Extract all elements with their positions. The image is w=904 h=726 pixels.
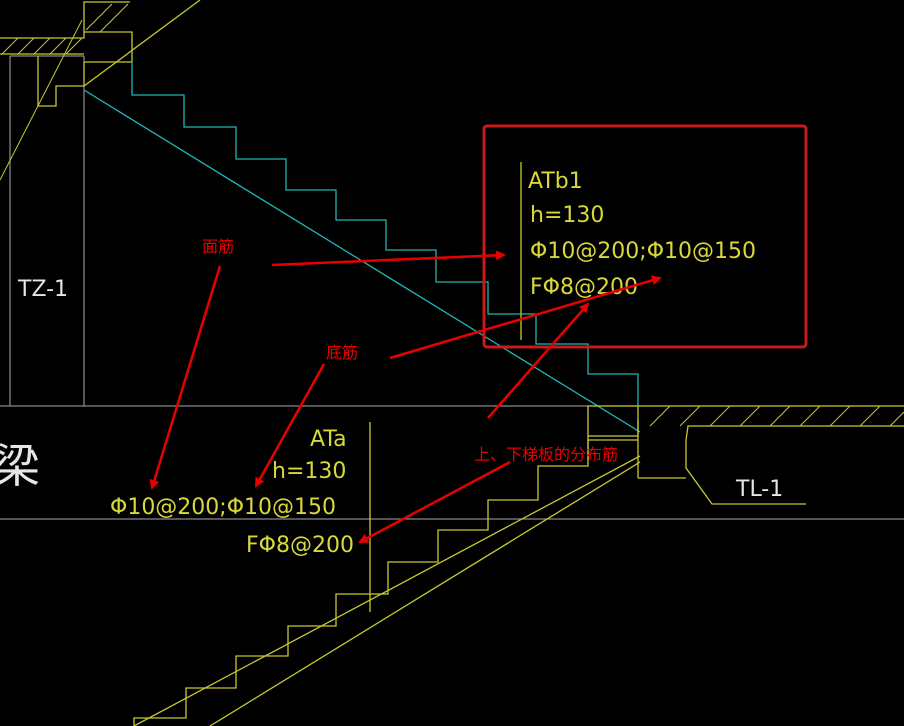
top-slab (0, 0, 201, 107)
upper-flight-thickness: h=130 (530, 203, 604, 228)
arrow-distribution-to-upper (487, 302, 590, 419)
arrow-distribution-to-lower (358, 460, 511, 544)
lower-flight-name: ATa (310, 427, 347, 452)
arrow-top-rebar-to-lower (149, 265, 222, 490)
arrow-top-rebar-to-upper (271, 250, 506, 267)
yellow-guide-left (0, 19, 83, 181)
beam-label-fragment: 梁 (0, 439, 40, 493)
annotation-arrows (149, 250, 662, 544)
lower-flight-steps (133, 439, 641, 726)
arrow-bottom-rebar-to-upper (389, 275, 662, 360)
column-label: TZ-1 (17, 277, 68, 302)
lower-flight-main-bars: Φ10@200;Φ10@150 (110, 495, 336, 520)
lower-flight-distribution-bars: FΦ8@200 (246, 533, 354, 558)
column-tz1 (9, 55, 85, 406)
arrow-bottom-rebar-to-lower (254, 363, 326, 488)
annotation-distribution-rebar: 上、下梯板的分布筋 (474, 445, 618, 464)
upper-flight-distribution-bars: FΦ8@200 (530, 275, 638, 300)
upper-flight-name: ATb1 (528, 169, 583, 194)
annotation-bottom-rebar: 底筋 (326, 343, 358, 362)
lower-flight-thickness: h=130 (272, 459, 346, 484)
annotation-top-rebar: 面筋 (202, 237, 234, 256)
highlight-box (482, 124, 808, 349)
landing-slab-hatch (649, 405, 904, 427)
upper-flight-main-bars: Φ10@200;Φ10@150 (530, 239, 756, 264)
upper-flight-notation: ATb1 h=130 Φ10@200;Φ10@150 FΦ8@200 (528, 169, 756, 300)
landing-beam-label: TL-1 (735, 477, 783, 502)
landing-slab-right (637, 405, 904, 505)
top-slab-hatch (1, 3, 129, 55)
lower-flight-notation: ATa h=130 Φ10@200;Φ10@150 FΦ8@200 (110, 427, 354, 558)
